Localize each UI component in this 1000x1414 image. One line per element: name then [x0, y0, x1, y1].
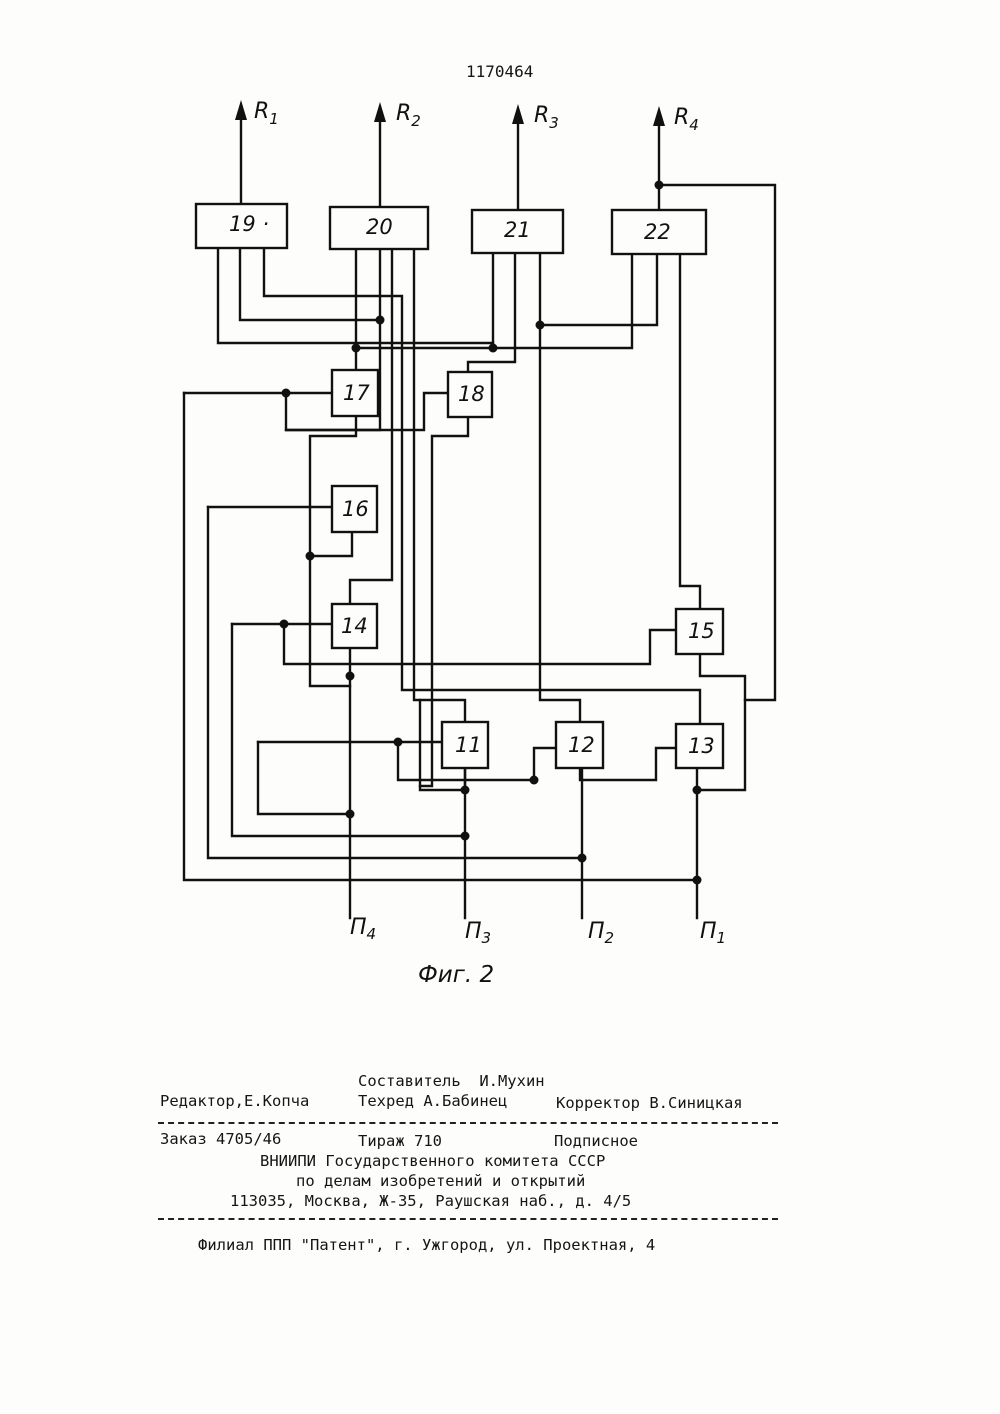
- block-15: 15: [676, 609, 723, 654]
- address: 113035, Москва, Ж-35, Раушская наб., д. …: [230, 1192, 631, 1210]
- block-21: 21: [472, 210, 563, 253]
- org-line-2: по делам изобретений и открытий: [296, 1172, 585, 1190]
- figure-caption: Фиг. 2: [418, 962, 494, 988]
- block-19: 19 ·: [196, 204, 287, 248]
- divider: [158, 1122, 778, 1124]
- block-14: 14: [332, 604, 377, 648]
- composer-credit: Составитель И.Мухин: [358, 1072, 545, 1090]
- output-label-r2: R2: [396, 101, 421, 130]
- output-labels: R1 R2 R3 R4: [254, 99, 699, 134]
- block-label: 18: [458, 382, 485, 406]
- input-label-p3: П3: [465, 919, 491, 947]
- block-18: 18: [448, 372, 492, 417]
- output-label-r1: R1: [254, 99, 279, 128]
- block-label: 21: [504, 218, 531, 242]
- wires: [184, 185, 775, 918]
- block-label: 16: [342, 497, 369, 521]
- editor-credit: Редактор,Е.Копча: [160, 1092, 309, 1110]
- block-22: 22: [612, 210, 706, 254]
- output-arrows: [235, 100, 665, 209]
- circulation: Тираж 710: [358, 1132, 442, 1150]
- block-label: 22: [644, 220, 671, 244]
- input-labels: П4 П3 П2 П1: [350, 915, 726, 947]
- block-label: 14: [341, 614, 368, 638]
- block-17: 17: [332, 370, 378, 416]
- input-label-p2: П2: [588, 919, 614, 947]
- block-label: 19 ·: [229, 212, 269, 236]
- block-20: 20: [330, 207, 428, 249]
- org-line-1: ВНИИПИ Государственного комитета СССР: [260, 1152, 605, 1170]
- branch-address: Филиал ППП "Патент", г. Ужгород, ул. Про…: [198, 1236, 655, 1254]
- block-label: 13: [688, 734, 715, 758]
- circuit-diagram: 19 · 20 21 22 17 18 16 14: [0, 0, 1000, 1000]
- corrector-credit: Корректор В.Синицкая: [556, 1094, 743, 1112]
- output-label-r3: R3: [534, 103, 559, 132]
- block-13: 13: [676, 724, 723, 768]
- blocks: 19 · 20 21 22 17 18 16 14: [196, 204, 723, 768]
- input-label-p4: П4: [350, 915, 376, 943]
- block-label: 15: [688, 619, 715, 643]
- subscription-note: Подписное: [554, 1132, 638, 1150]
- order-number: Заказ 4705/46: [160, 1130, 281, 1148]
- block-label: 20: [366, 215, 393, 239]
- block-label: 17: [343, 381, 370, 405]
- output-label-r4: R4: [674, 105, 699, 134]
- divider: [158, 1218, 778, 1220]
- block-12: 12: [556, 722, 603, 768]
- block-11: 11: [442, 722, 488, 768]
- input-label-p1: П1: [700, 919, 726, 947]
- block-label: 12: [568, 733, 595, 757]
- techred-credit: Техред А.Бабинец: [358, 1092, 507, 1110]
- block-label: 11: [455, 733, 482, 757]
- block-16: 16: [332, 486, 377, 532]
